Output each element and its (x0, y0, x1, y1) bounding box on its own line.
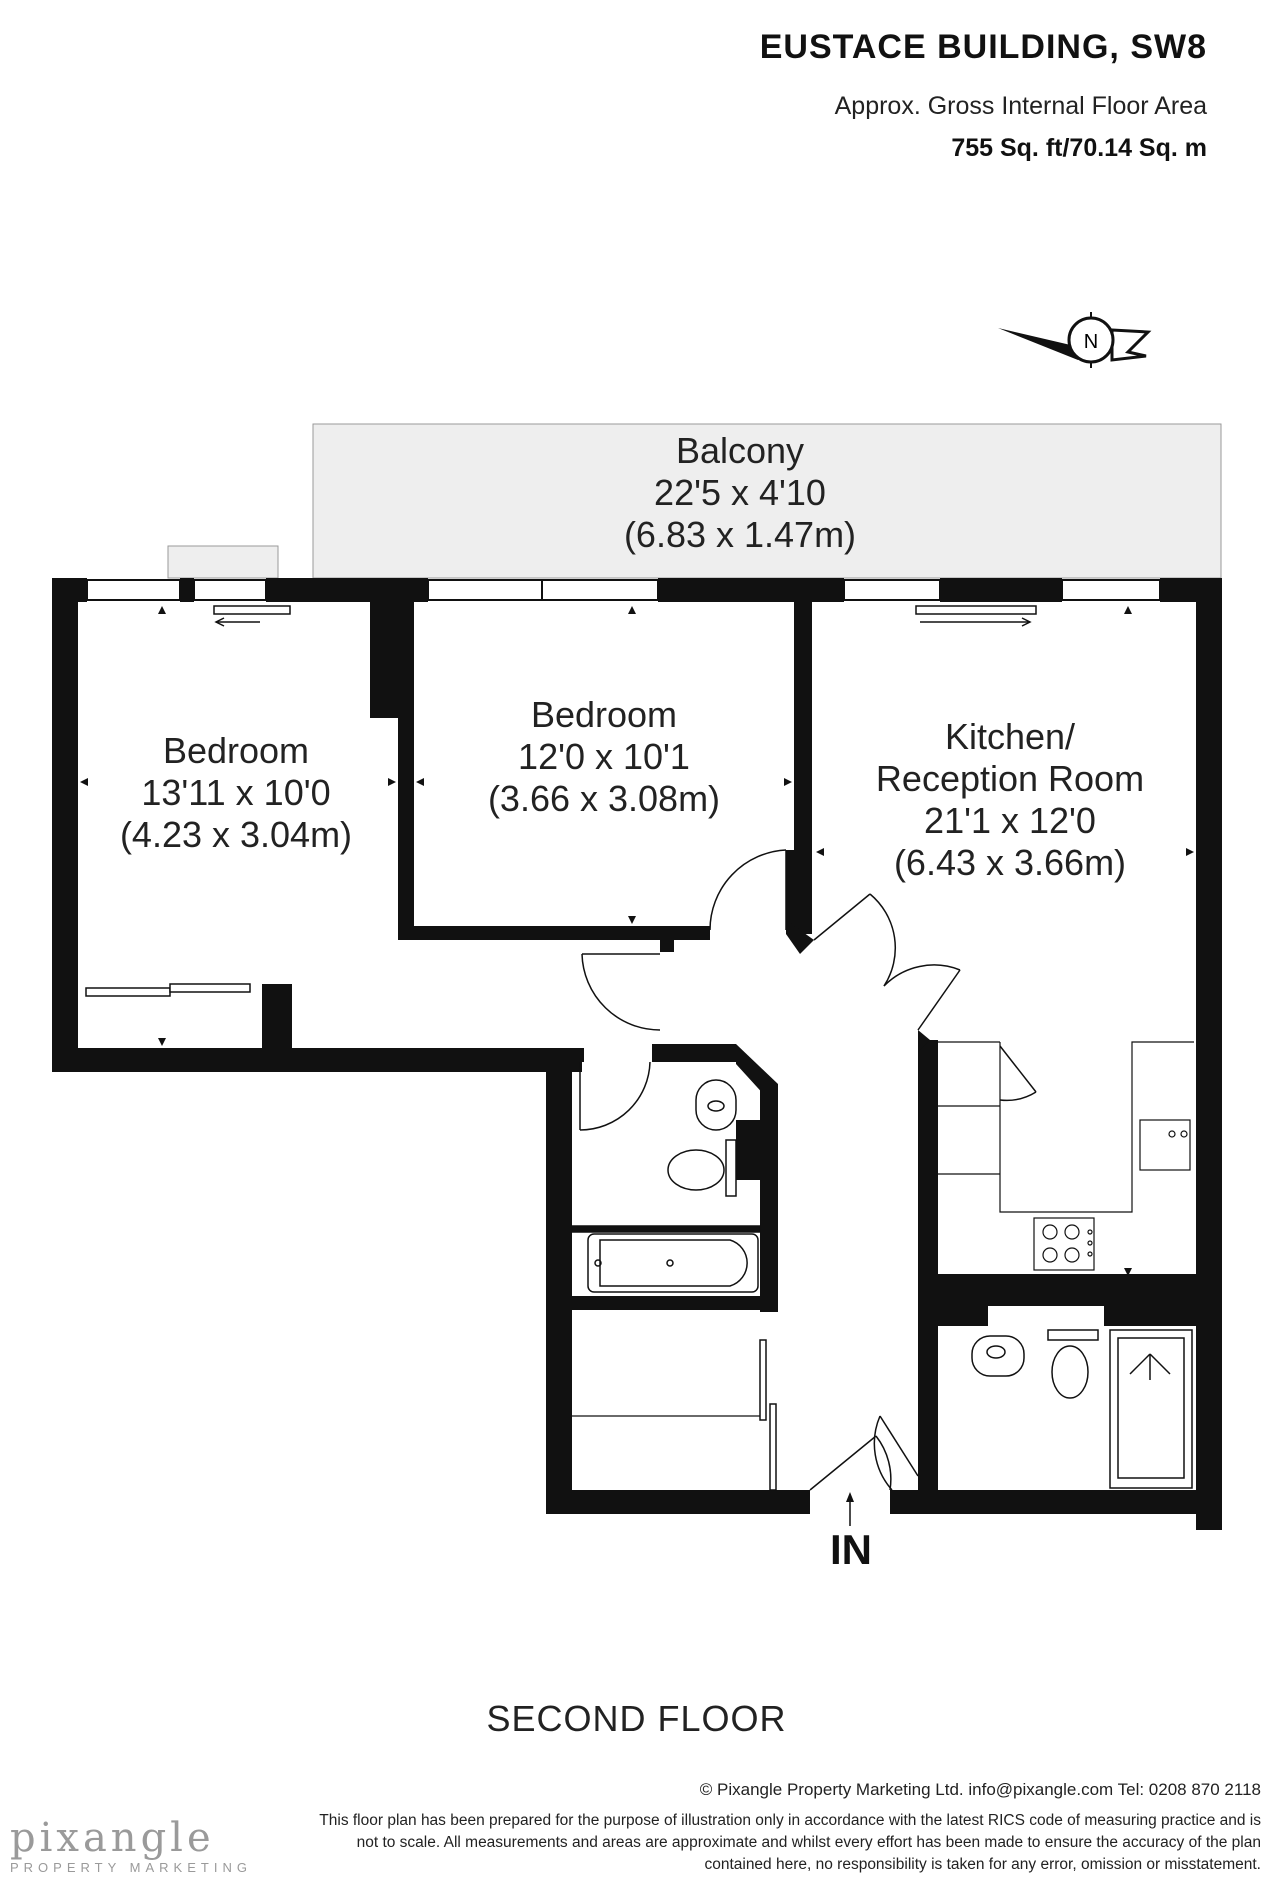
room-size-metric: (6.83 x 1.47m) (623, 514, 857, 555)
toilet-icon (667, 1149, 725, 1191)
door-swings (579, 849, 1037, 1491)
pixangle-logo: pixangle PROPERTY MARKETING (10, 1818, 252, 1875)
room-name-line2: Reception Room (875, 758, 1145, 799)
windows (86, 579, 1161, 601)
room-label-balcony: Balcony 22'5 x 4'10 (6.83 x 1.47m) (624, 430, 856, 556)
cistern-icon (725, 1139, 737, 1197)
basin-icon-2 (971, 1335, 1025, 1377)
room-label-bedroom-1: Bedroom 13'11 x 10'0 (4.23 x 3.04m) (120, 730, 352, 856)
room-name: Bedroom (162, 730, 310, 771)
room-name-line1: Kitchen/ (944, 716, 1076, 757)
logo-tagline: PROPERTY MARKETING (10, 1860, 252, 1875)
disclaimer-line: contained here, no responsibility is tak… (704, 1856, 1261, 1873)
room-size-metric: (4.23 x 3.04m) (119, 814, 353, 855)
bath-icon (587, 1233, 759, 1293)
floor-area-value: 755 Sq. ft/70.14 Sq. m (951, 134, 1207, 162)
basin-icon (695, 1079, 737, 1131)
disclaimer-line: not to scale. All measurements and areas… (356, 1834, 1261, 1851)
room-size-metric: (3.66 x 3.08m) (487, 778, 721, 819)
copyright-line: © Pixangle Property Marketing Ltd. info@… (699, 1780, 1261, 1799)
walls (52, 578, 1222, 1530)
compass-icon: N (998, 312, 1152, 368)
sink-icon (1139, 1119, 1191, 1171)
toilet-icon-2 (1051, 1345, 1089, 1399)
room-size-imperial: 21'1 x 12'0 (924, 800, 1096, 841)
shower-icon (1109, 1329, 1193, 1489)
property-title: EUSTACE BUILDING, SW8 (759, 28, 1207, 66)
en-suite-fixtures (971, 1306, 1193, 1489)
room-size-imperial: 13'11 x 10'0 (141, 772, 331, 813)
disclaimer-line: This floor plan has been prepared for th… (319, 1812, 1261, 1829)
room-size-imperial: 12'0 x 10'1 (518, 736, 690, 777)
disclaimer: This floor plan has been prepared for th… (261, 1810, 1261, 1876)
floor-area-caption: Approx. Gross Internal Floor Area (834, 92, 1207, 120)
height-markers (80, 606, 1194, 1276)
room-label-bedroom-2: Bedroom 12'0 x 10'1 (3.66 x 3.08m) (488, 694, 720, 820)
room-label-kitchen-reception: Kitchen/ Reception Room 21'1 x 12'0 (6.4… (876, 716, 1144, 884)
balcony-ledge (167, 545, 279, 579)
floor-name: SECOND FLOOR (486, 1698, 787, 1739)
room-name: Balcony (675, 430, 805, 471)
hob-icon (1033, 1217, 1095, 1271)
entrance-label: IN (830, 1526, 872, 1573)
room-size-metric: (6.43 x 3.66m) (893, 842, 1127, 883)
bathroom-fixtures (571, 1079, 761, 1293)
sliding-doors (85, 605, 1037, 997)
room-size-imperial: 22'5 x 4'10 (654, 472, 826, 513)
kitchen-fixtures (938, 1041, 1194, 1271)
balcony-area (312, 423, 1222, 579)
compass-letter: N (1084, 331, 1098, 353)
entrance-arrow-icon (846, 1492, 854, 1526)
room-name: Bedroom (530, 694, 678, 735)
logo-wordmark: pixangle (10, 1815, 215, 1861)
